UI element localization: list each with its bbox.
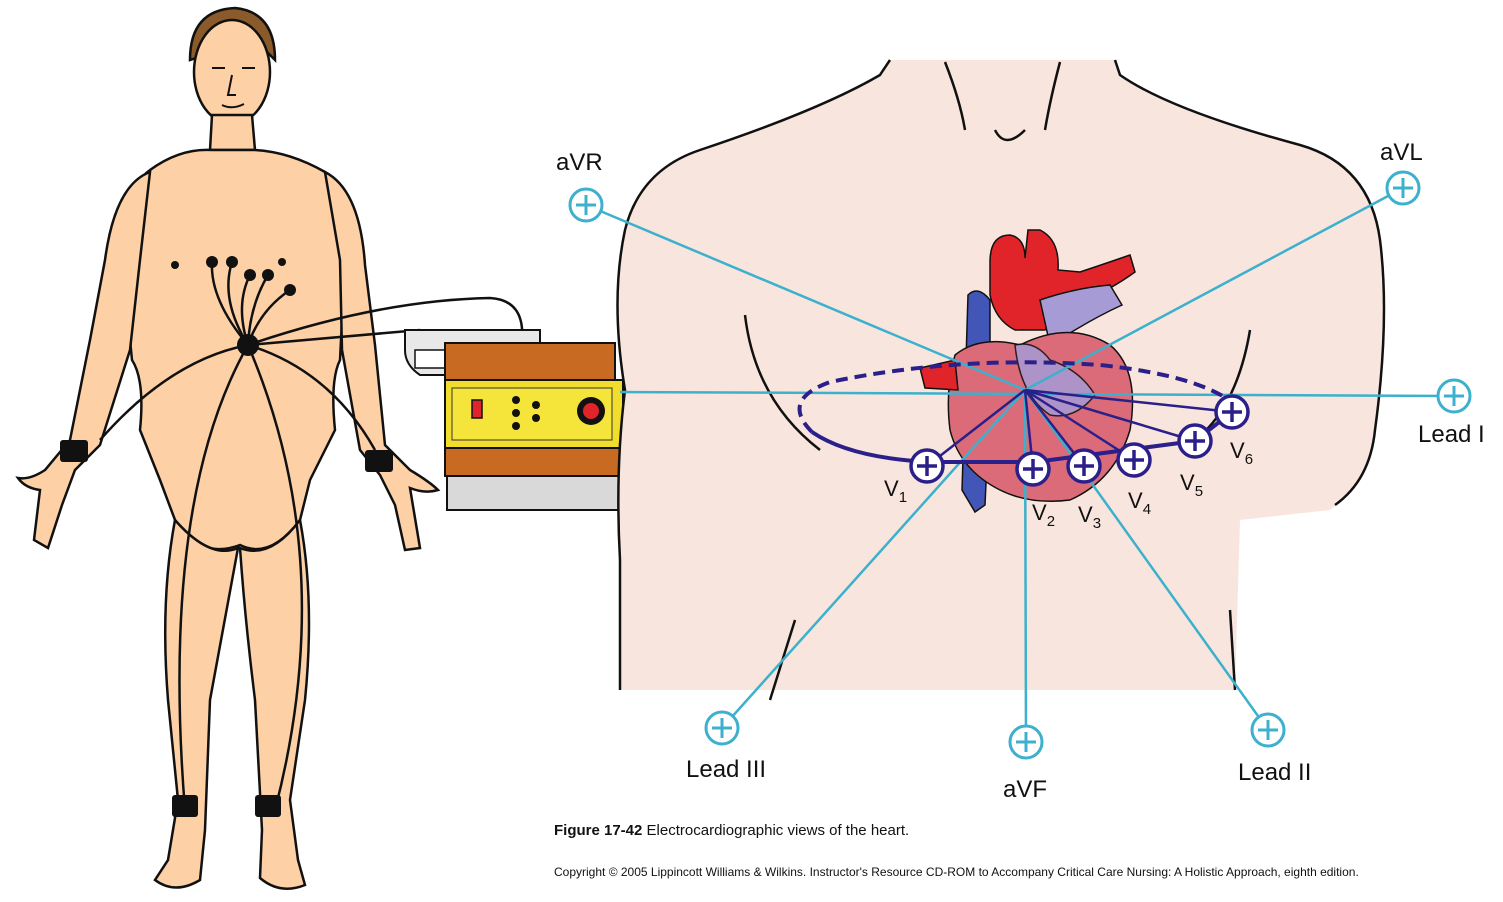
plus-electrode-v4-icon xyxy=(1118,444,1150,476)
plus-electrode-lead1-icon xyxy=(1438,380,1470,412)
plus-electrode-lead3-icon xyxy=(706,712,738,744)
plus-electrode-avl-icon xyxy=(1387,172,1419,204)
lead-label-avf: aVF xyxy=(1003,776,1047,803)
lead-label-lead1: Lead I xyxy=(1418,421,1485,448)
copyright-notice: Copyright © 2005 Lippincott Williams & W… xyxy=(554,864,1454,881)
ecg-machine xyxy=(405,330,623,510)
lead-label-lead2: Lead II xyxy=(1238,759,1311,786)
plus-electrode-avr-icon xyxy=(570,189,602,221)
plus-electrode-lead2-icon xyxy=(1252,714,1284,746)
figure-caption: Figure 17-42 Electrocardiographic views … xyxy=(554,822,909,839)
plus-electrode-v6-icon xyxy=(1216,396,1248,428)
plus-electrode-v1-icon xyxy=(911,450,943,482)
lead-label-avr: aVR xyxy=(556,149,603,176)
plus-electrode-avf-icon xyxy=(1010,726,1042,758)
figure-number: Figure 17-42 xyxy=(554,822,642,839)
plus-electrode-v5-icon xyxy=(1179,425,1211,457)
lead-label-avl: aVL xyxy=(1380,139,1423,166)
plus-electrode-v3-icon xyxy=(1068,450,1100,482)
figure-caption-text: Electrocardiographic views of the heart. xyxy=(647,822,910,839)
plus-electrode-v2-icon xyxy=(1017,453,1049,485)
lead-label-lead3: Lead III xyxy=(686,756,766,783)
